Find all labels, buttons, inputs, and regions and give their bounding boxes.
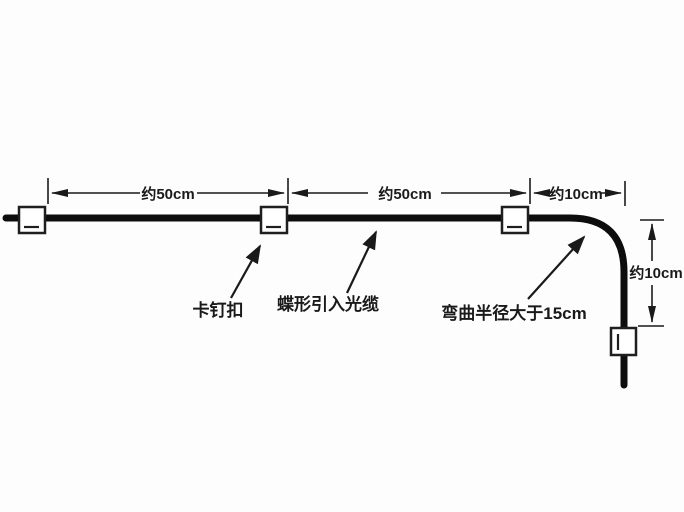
dimension-label-1: 约50cm bbox=[141, 185, 194, 203]
dimension-label-vertical: 约10cm bbox=[629, 264, 682, 282]
dimension-label-2: 约50cm bbox=[378, 185, 431, 203]
cable-clip-1 bbox=[17, 205, 47, 235]
cable-label: 蝶形引入光缆 bbox=[277, 294, 379, 314]
pointer-arrow-cable bbox=[346, 230, 377, 294]
cable-clip-2 bbox=[259, 205, 289, 235]
cable-clip-3 bbox=[500, 205, 530, 235]
pointer-arrow-bend bbox=[527, 235, 586, 300]
cable-clip-vertical bbox=[609, 326, 638, 357]
bend-radius-label: 弯曲半径大于15cm bbox=[441, 303, 586, 323]
clip-label: 卡钉扣 bbox=[193, 300, 244, 320]
fiber-cable-path bbox=[2, 214, 628, 389]
pointer-arrow-clip bbox=[230, 244, 261, 299]
dimension-label-3: 约10cm bbox=[549, 185, 602, 203]
